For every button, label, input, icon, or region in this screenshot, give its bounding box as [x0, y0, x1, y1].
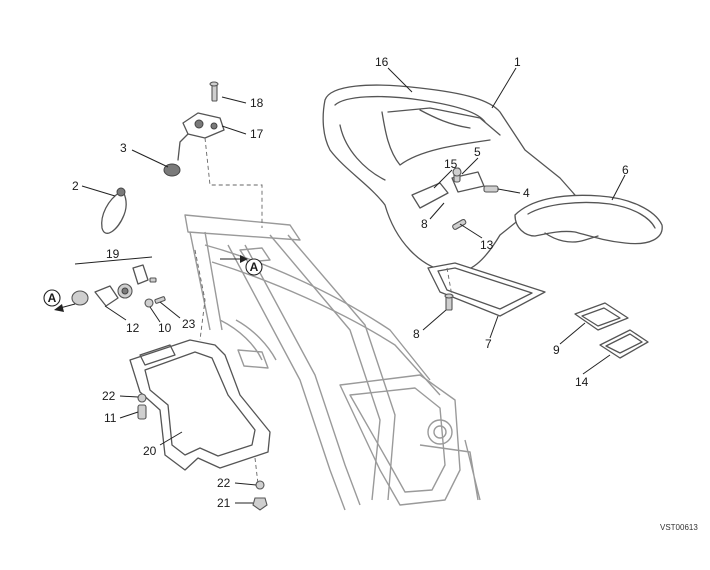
marker-a-label: A [250, 260, 259, 274]
release-cable [101, 187, 127, 234]
part-label-4: 4 [523, 186, 530, 200]
rear-subframe [184, 214, 481, 511]
part-label-5: 5 [474, 145, 481, 159]
rider-seat [322, 84, 576, 273]
seat-latch [163, 81, 225, 177]
part-label-18: 18 [250, 96, 264, 110]
part-label-13: 13 [480, 238, 494, 252]
part-label-19: 19 [106, 247, 120, 261]
reference-lines [194, 137, 453, 485]
marker-a-left: A [43, 289, 76, 312]
marker-a-right: A [220, 255, 263, 276]
part-label-23: 23 [182, 317, 196, 331]
part-label-20: 20 [143, 444, 157, 458]
leader-lines [74, 67, 626, 504]
part-label-16: 16 [375, 55, 389, 69]
part-label-6: 6 [622, 163, 629, 177]
marker-a-label: A [48, 291, 57, 305]
part-label-21: 21 [217, 496, 231, 510]
part-label-3: 3 [120, 141, 127, 155]
seat-bracket [411, 167, 499, 230]
part-label-15: 15 [444, 157, 458, 171]
part-label-2: 2 [72, 179, 79, 193]
part-label-11: 11 [104, 411, 117, 425]
lock-assembly [71, 264, 166, 308]
part-label-1: 1 [514, 55, 521, 69]
part-label-22-upper: 22 [102, 389, 116, 403]
storage-tray [427, 262, 546, 317]
part-labels: 1 16 18 17 3 2 19 12 10 23 15 5 4 6 8 13… [72, 55, 629, 510]
passenger-seat [514, 194, 663, 245]
part-label-7: 7 [485, 337, 492, 351]
part-label-10: 10 [158, 321, 172, 335]
part-label-12: 12 [126, 321, 140, 335]
part-label-8-lower: 8 [413, 327, 420, 341]
part-label-9: 9 [553, 343, 560, 357]
part-label-14: 14 [575, 375, 589, 389]
tray-bolt [444, 293, 454, 311]
document-code: VST00613 [660, 523, 698, 532]
part-label-8-upper: 8 [421, 217, 428, 231]
tool-kit [574, 302, 649, 359]
part-label-17: 17 [250, 127, 264, 141]
under-tray-cover [129, 339, 271, 511]
part-label-22-lower: 22 [217, 476, 231, 490]
